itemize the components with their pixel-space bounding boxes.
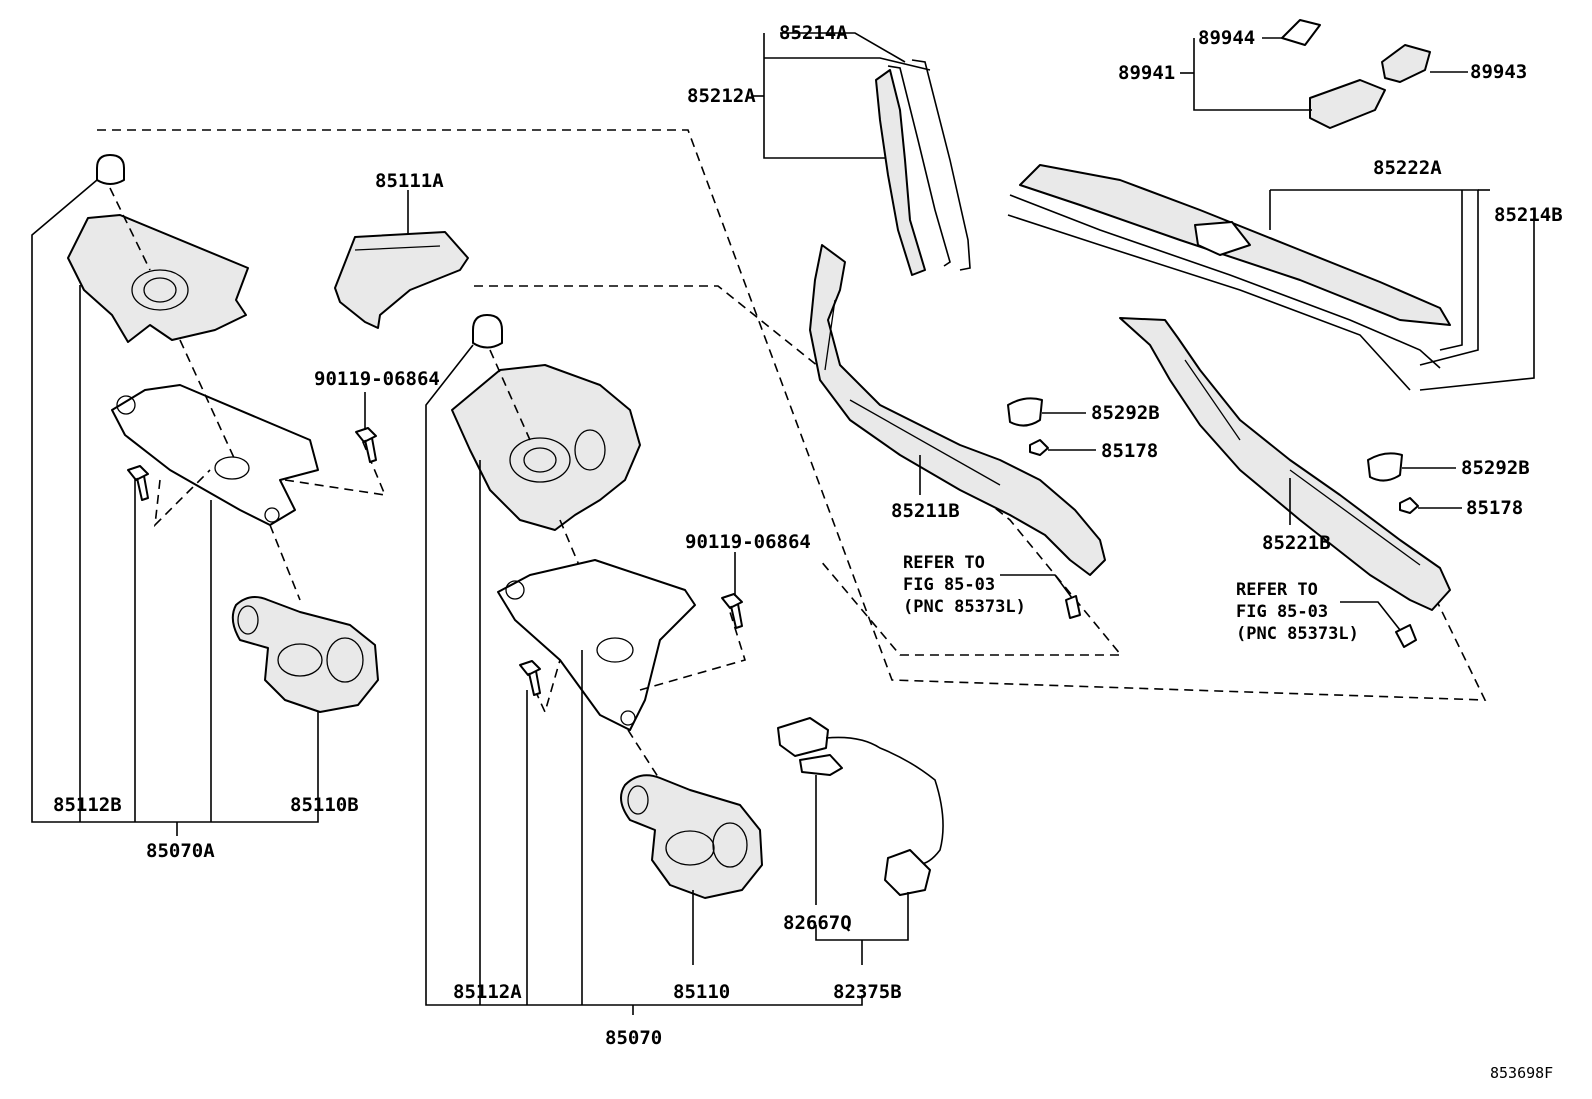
wiring-harness xyxy=(825,736,944,866)
blade-refill-85214a xyxy=(887,65,951,267)
label-85292b-left: 85292B xyxy=(1091,402,1160,424)
connector-82667q xyxy=(799,754,843,776)
label-85112a: 85112A xyxy=(453,981,522,1003)
refer-note-left-line1: REFER TO xyxy=(903,553,985,573)
grommet-main xyxy=(472,314,503,349)
wiper-motor-left xyxy=(231,595,379,713)
label-89944: 89944 xyxy=(1198,27,1255,49)
label-90119-06864-main: 90119-06864 xyxy=(685,531,811,553)
screw-main xyxy=(721,593,743,629)
label-85211b: 85211B xyxy=(891,500,960,522)
cap-85292b-right xyxy=(1367,452,1403,482)
wiper-blade-85212a xyxy=(875,69,926,276)
wiper-arm-85211b xyxy=(809,244,1106,576)
label-85110: 85110 xyxy=(673,981,730,1003)
blade-refill-85214b xyxy=(1009,194,1441,369)
harness-connector-bottom xyxy=(884,849,931,896)
screw-left xyxy=(355,427,377,463)
blade-tip-89941 xyxy=(1309,79,1386,129)
refer-note-right-line1: REFER TO xyxy=(1236,580,1318,600)
label-85212a: 85212A xyxy=(687,85,756,107)
nut-85178-left xyxy=(1029,439,1049,456)
label-82667q: 82667Q xyxy=(783,912,852,934)
label-85214b: 85214B xyxy=(1494,204,1563,226)
part-labels: 85214A 85212A 89944 89941 89943 85222A 8… xyxy=(53,22,1563,1049)
motor-bracket-main xyxy=(497,559,696,731)
figure-code: 853698F xyxy=(1490,1064,1553,1082)
wiper-motor-main xyxy=(620,774,763,899)
label-85222a: 85222A xyxy=(1373,157,1442,179)
label-85112b: 85112B xyxy=(53,794,122,816)
refer-note-right: REFER TO FIG 85-03 (PNC 85373L) xyxy=(1236,580,1359,644)
tip-pad-89944 xyxy=(1281,19,1321,46)
refer-note-left: REFER TO FIG 85-03 (PNC 85373L) xyxy=(903,553,1026,617)
label-85110b: 85110B xyxy=(290,794,359,816)
motor-bracket-left xyxy=(111,384,319,526)
outer-assembly-outline xyxy=(97,129,1487,701)
label-82375b: 82375B xyxy=(833,981,902,1003)
motor-cover-main xyxy=(451,364,641,531)
label-85111a: 85111A xyxy=(375,170,444,192)
label-85070: 85070 xyxy=(605,1027,662,1049)
grommet-left xyxy=(96,154,125,185)
blade-connector-85222a xyxy=(1194,221,1251,256)
label-89943: 89943 xyxy=(1470,61,1527,83)
refer-note-left-line3: (PNC 85373L) xyxy=(903,597,1026,617)
label-85178-left: 85178 xyxy=(1101,440,1158,462)
label-85070a: 85070A xyxy=(146,840,215,862)
label-85178-right: 85178 xyxy=(1466,497,1523,519)
bolt-left xyxy=(127,465,149,501)
label-85292b-right: 85292B xyxy=(1461,457,1530,479)
harness-connector-top xyxy=(777,717,829,757)
washer-nozzle-right xyxy=(1395,624,1417,648)
refer-note-right-line3: (PNC 85373L) xyxy=(1236,624,1359,644)
inner-assembly-outline xyxy=(474,285,1123,656)
label-89941: 89941 xyxy=(1118,62,1175,84)
cap-85292b-left xyxy=(1007,397,1043,427)
refer-note-right-line2: FIG 85-03 xyxy=(1236,602,1328,622)
cover-85111a xyxy=(334,231,469,329)
label-90119-06864-left: 90119-06864 xyxy=(314,368,440,390)
nut-85178-right xyxy=(1399,497,1419,514)
label-85221b: 85221B xyxy=(1262,532,1331,554)
wiper-arm-85221b xyxy=(1119,317,1451,611)
washer-nozzle-left xyxy=(1065,595,1081,619)
refer-note-left-line2: FIG 85-03 xyxy=(903,575,995,595)
blade-tip-89943 xyxy=(1381,44,1431,83)
leader-lines xyxy=(31,32,1535,1015)
label-85214a: 85214A xyxy=(779,22,848,44)
bolt-main xyxy=(519,660,541,696)
